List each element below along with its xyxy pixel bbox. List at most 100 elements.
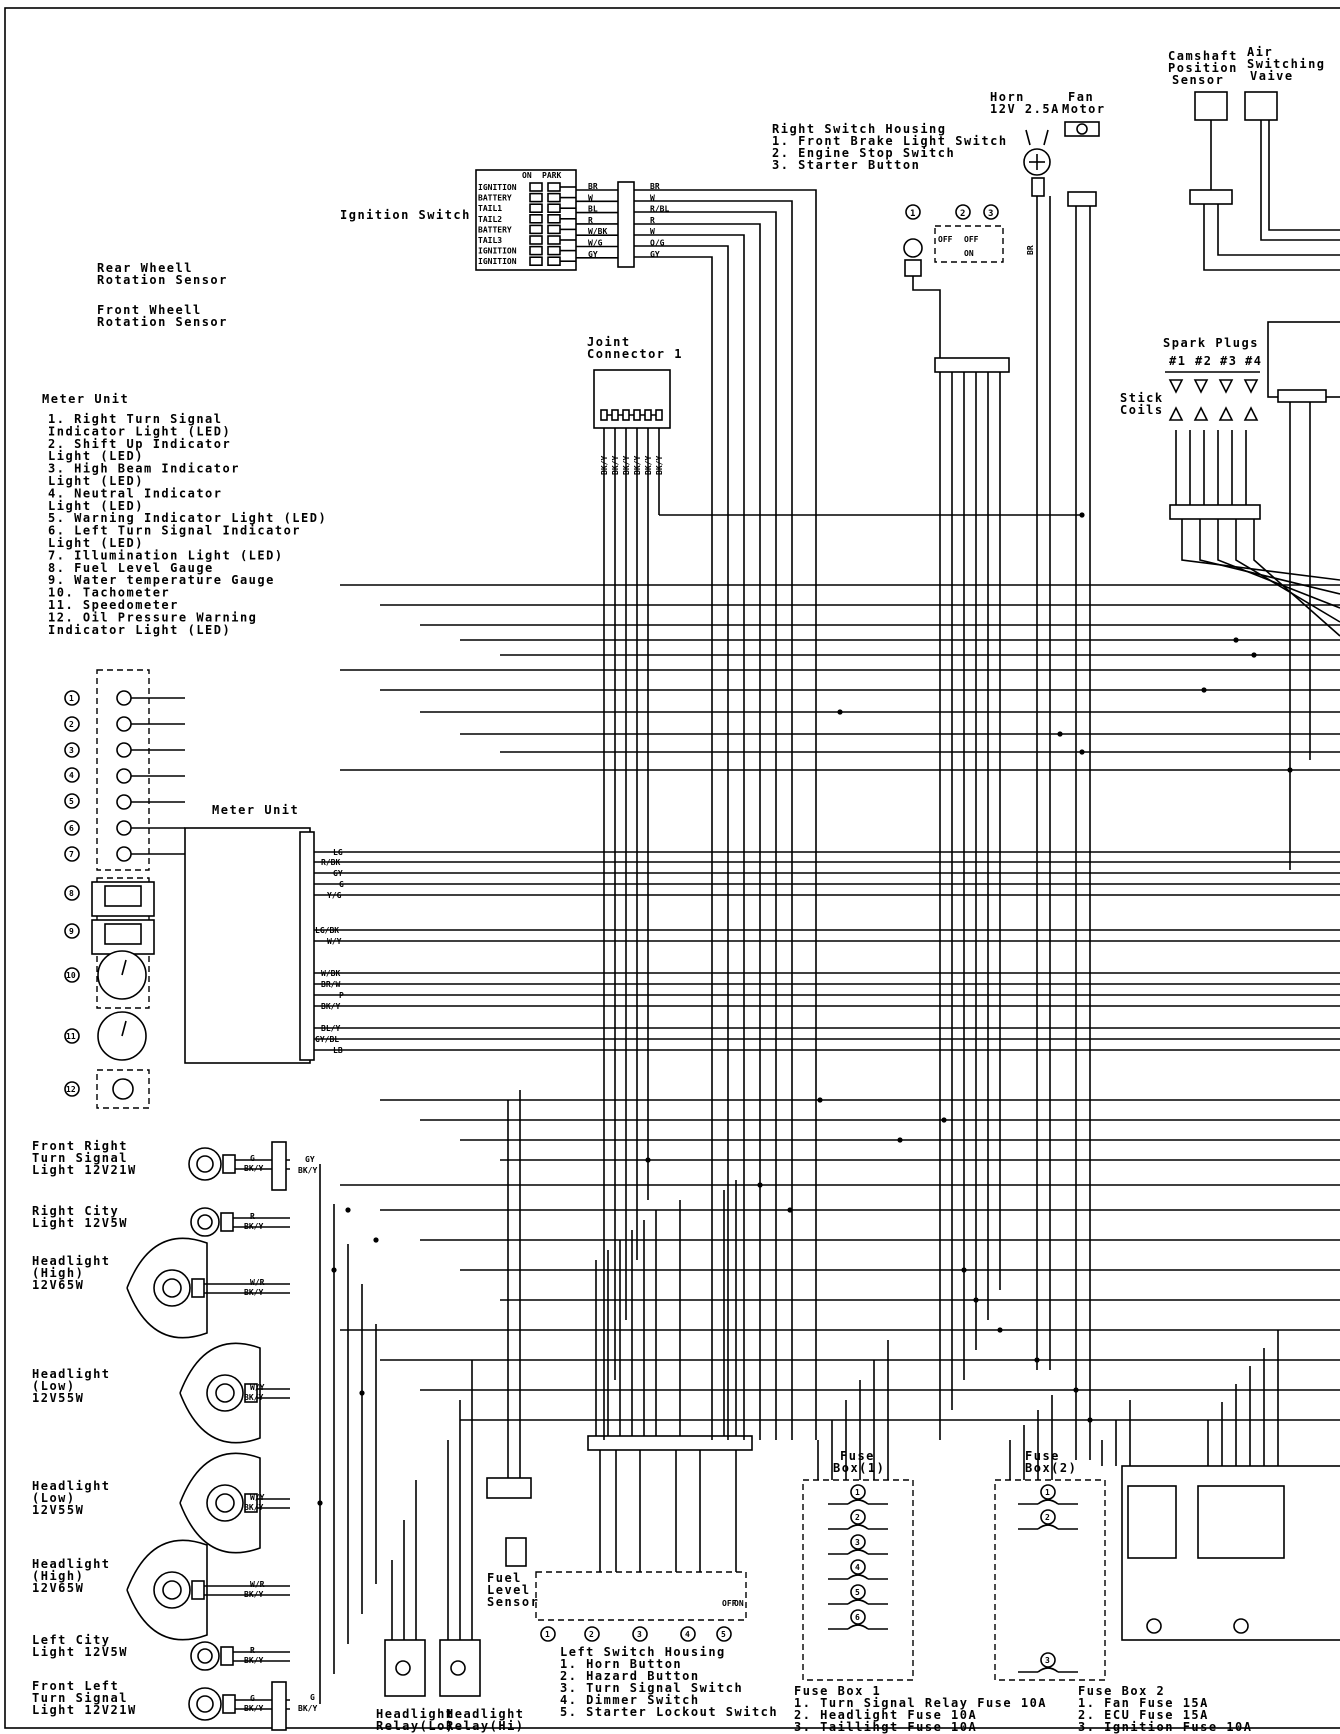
meter-number: 7 xyxy=(69,850,74,859)
turn-connector xyxy=(271,1141,287,1191)
ignition-row-label: BATTERY xyxy=(478,225,512,234)
svg-text:ON: ON xyxy=(734,1599,744,1608)
fuse-box-2-item: 2. ECU Fuse 15A xyxy=(1078,1708,1209,1722)
light-wire-label: BK/Y xyxy=(244,1393,263,1402)
ignition-contact xyxy=(529,182,543,192)
fuse-box-2-item: 1. Fan Fuse 15A xyxy=(1078,1696,1209,1710)
fuse-number: 1 xyxy=(855,1488,860,1497)
headlight-relay-hi: Headlight xyxy=(446,1707,525,1721)
fuse xyxy=(847,1499,869,1505)
meter-number-circle xyxy=(64,1028,80,1044)
svg-text:BR: BR xyxy=(1026,245,1035,255)
meter-unit-legend: Meter Unit 1. Right Turn Signal Indicato… xyxy=(42,392,327,637)
bulb-filament xyxy=(162,1580,182,1600)
meter-legend-item: 11. Speedometer xyxy=(48,598,179,612)
wire xyxy=(1203,204,1340,271)
meter-number-circle xyxy=(64,793,80,809)
meter-number-circle xyxy=(64,820,80,836)
light-label: 12V55W xyxy=(32,1391,84,1405)
bulb-filament xyxy=(197,1214,213,1230)
ignition-wire-right: R xyxy=(650,216,655,225)
ignition-wire-right: GY xyxy=(650,250,660,259)
wire xyxy=(634,256,713,1440)
meter-legend-item: 4. Neutral Indicator xyxy=(48,486,223,500)
led-indicator xyxy=(116,846,132,862)
stick-coils-label: Stick xyxy=(1120,391,1164,405)
meter-number-circle xyxy=(64,967,80,983)
ignition-contact xyxy=(529,256,543,267)
meter-number: 4 xyxy=(69,771,74,780)
ignition-wire-right: O/G xyxy=(650,239,665,248)
fuse-number-circle xyxy=(850,1484,866,1500)
ignition-contact xyxy=(547,256,561,267)
led-indicator xyxy=(116,690,132,706)
fuse-number-circle xyxy=(1040,1509,1056,1525)
fuse-number-circle xyxy=(850,1559,866,1575)
junction-dot xyxy=(373,1237,379,1243)
switch-number-circle xyxy=(716,1626,732,1642)
horn-label: Horn xyxy=(990,90,1025,104)
light-label: (Low) xyxy=(32,1491,76,1505)
svg-text:Relay(Hi): Relay(Hi) xyxy=(446,1719,525,1733)
meter-number-circle xyxy=(64,767,80,783)
meter-legend-item: Indicator Light (LED) xyxy=(48,424,231,438)
fan-label: Fan xyxy=(1068,90,1094,104)
left-switch-title: Left Switch Housing xyxy=(560,1645,726,1659)
right-switch-housing-title: Right Switch Housing xyxy=(772,122,947,136)
left-switch-item: 5. Starter Lockout Switch xyxy=(560,1705,778,1719)
ignition-contact xyxy=(547,235,561,245)
junction-dot xyxy=(1034,1357,1040,1363)
fuse xyxy=(1037,1667,1059,1673)
wires xyxy=(317,120,1340,1704)
left-switch-item: 2. Hazard Button xyxy=(560,1669,700,1683)
fuse-box-1-item: 3. Taillihgt Fuse 10A xyxy=(794,1720,977,1734)
junction-dot xyxy=(359,1390,365,1396)
jc-pin xyxy=(600,409,608,421)
light-wire-label: R xyxy=(250,1212,255,1221)
ignition-row-label: TAIL2 xyxy=(478,215,502,224)
light-wire-label: G xyxy=(250,1694,255,1703)
bulb xyxy=(206,1484,244,1522)
ignition-contact xyxy=(529,245,543,256)
junction-dot xyxy=(645,1157,651,1163)
svg-text:Fuse: Fuse xyxy=(840,1449,875,1463)
wire xyxy=(634,211,777,1440)
meter-unit: Meter Unit LGR/BKGYGY/GLG/BKW/YW/BKBR/WP… xyxy=(184,803,1340,1064)
junction-dot xyxy=(973,1297,979,1303)
meter-number: 10 xyxy=(66,971,76,980)
light-wire-label: R xyxy=(250,1646,255,1655)
meter-number-circle xyxy=(64,885,80,901)
ignition-contact xyxy=(547,192,561,203)
light-label: (Low) xyxy=(32,1379,76,1393)
junction-dot xyxy=(345,1207,351,1213)
bulb xyxy=(190,1207,220,1237)
svg-text:Camshaft: Camshaft xyxy=(1168,49,1238,63)
right-switch-item: 3. Starter Button xyxy=(772,158,920,172)
light-label: Left City xyxy=(32,1633,111,1647)
meter-number: 2 xyxy=(69,720,74,729)
bulb-filament xyxy=(196,1155,214,1173)
meter-number: 12 xyxy=(66,1085,76,1094)
bulb-filament xyxy=(197,1648,213,1664)
turn-wire: BK/Y xyxy=(298,1704,317,1713)
meter-legend-item: 5. Warning Indicator Light (LED) xyxy=(48,511,327,525)
bulb-filament xyxy=(162,1278,182,1298)
junction-dot xyxy=(897,1137,903,1143)
meter-number: 6 xyxy=(69,824,74,833)
bulb-filament xyxy=(215,1493,235,1513)
switch-number-circle xyxy=(632,1626,648,1642)
ignition-wire-left: W/BK xyxy=(588,227,607,236)
fuse-box-2-item: 3. Ignition Fuse 10A xyxy=(1078,1720,1253,1734)
right-switch-housing-legend: Right Switch Housing 1. Front Brake Ligh… xyxy=(772,122,1006,172)
fuse-number-circle xyxy=(1040,1652,1056,1668)
meter-number-circle xyxy=(64,846,80,862)
junction-dot xyxy=(1201,687,1207,693)
bulb-socket xyxy=(220,1646,234,1666)
fuse-number-circle xyxy=(1040,1484,1056,1500)
light-label: Front Right xyxy=(32,1139,128,1153)
fuse-number: 1 xyxy=(1045,1488,1050,1497)
spark-plugs: Spark Plugs #1 #2 #3 #4 Stick Coils xyxy=(1120,336,1261,520)
